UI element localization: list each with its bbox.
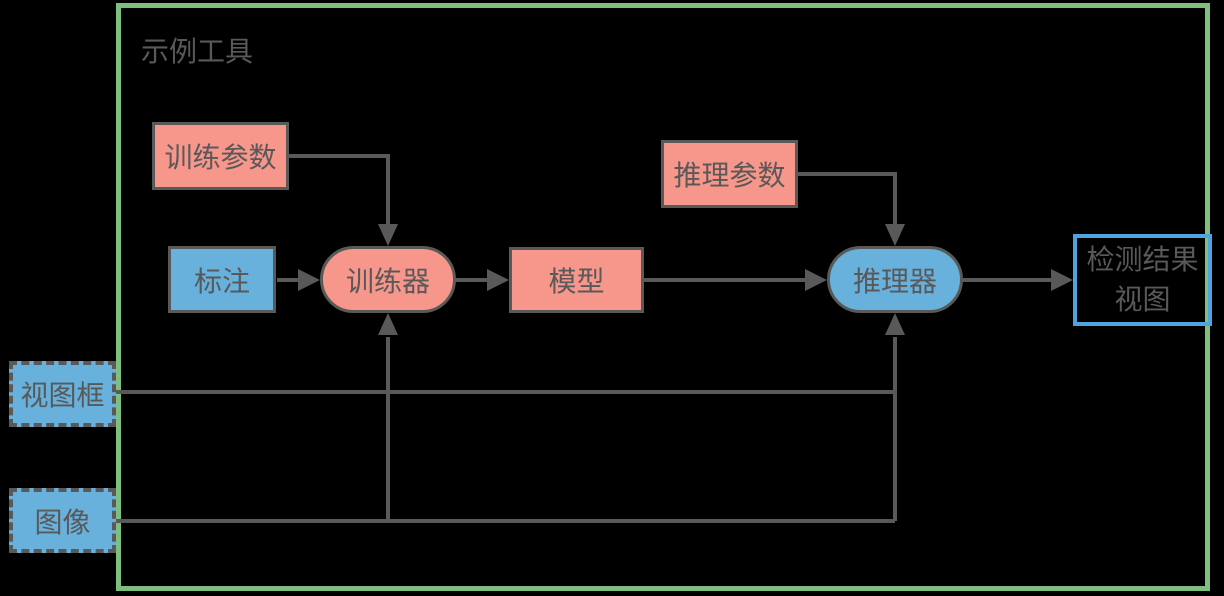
arrowhead-trainparams-trainer — [378, 224, 398, 246]
node-trainer-label: 训练器 — [345, 265, 430, 297]
node-image: 图像 — [9, 488, 116, 553]
diagram-title: 示例工具 — [141, 36, 254, 67]
node-annotation-label: 标注 — [193, 265, 250, 297]
node-view-frame-label: 视图框 — [20, 380, 105, 411]
node-model: 模型 — [509, 247, 644, 313]
arrowhead-model-inferencer — [805, 269, 827, 291]
node-train-params: 训练参数 — [152, 122, 289, 190]
edge-inferparams-inferencer — [798, 172, 897, 226]
node-train-params-label: 训练参数 — [164, 142, 277, 173]
node-image-label: 图像 — [34, 506, 91, 538]
arrowhead-bus-inferencer — [885, 313, 905, 335]
node-infer-params-label: 推理参数 — [673, 160, 786, 191]
node-inferencer-label: 推理器 — [852, 265, 937, 297]
tool-frame — [116, 3, 1210, 591]
node-inferencer: 推理器 — [827, 246, 963, 313]
edge-trainparams-trainer — [289, 154, 390, 226]
arrowhead-trainer-model — [487, 269, 509, 291]
node-result-view-label-line2: 视图 — [1114, 284, 1171, 315]
node-view-frame: 视图框 — [9, 361, 116, 427]
node-result-view: 检测结果 视图 — [1073, 234, 1212, 326]
node-infer-params: 推理参数 — [661, 140, 798, 208]
node-annotation: 标注 — [168, 246, 276, 313]
node-result-view-label-line1: 检测结果 — [1086, 244, 1199, 275]
arrowhead-inferencer-resultview — [1051, 269, 1073, 291]
node-trainer: 训练器 — [320, 246, 456, 313]
arrowhead-inferparams-inferencer — [885, 224, 905, 246]
arrowhead-annotation-trainer — [298, 269, 320, 291]
arrowhead-bus-trainer — [378, 313, 398, 335]
node-model-label: 模型 — [548, 266, 605, 297]
